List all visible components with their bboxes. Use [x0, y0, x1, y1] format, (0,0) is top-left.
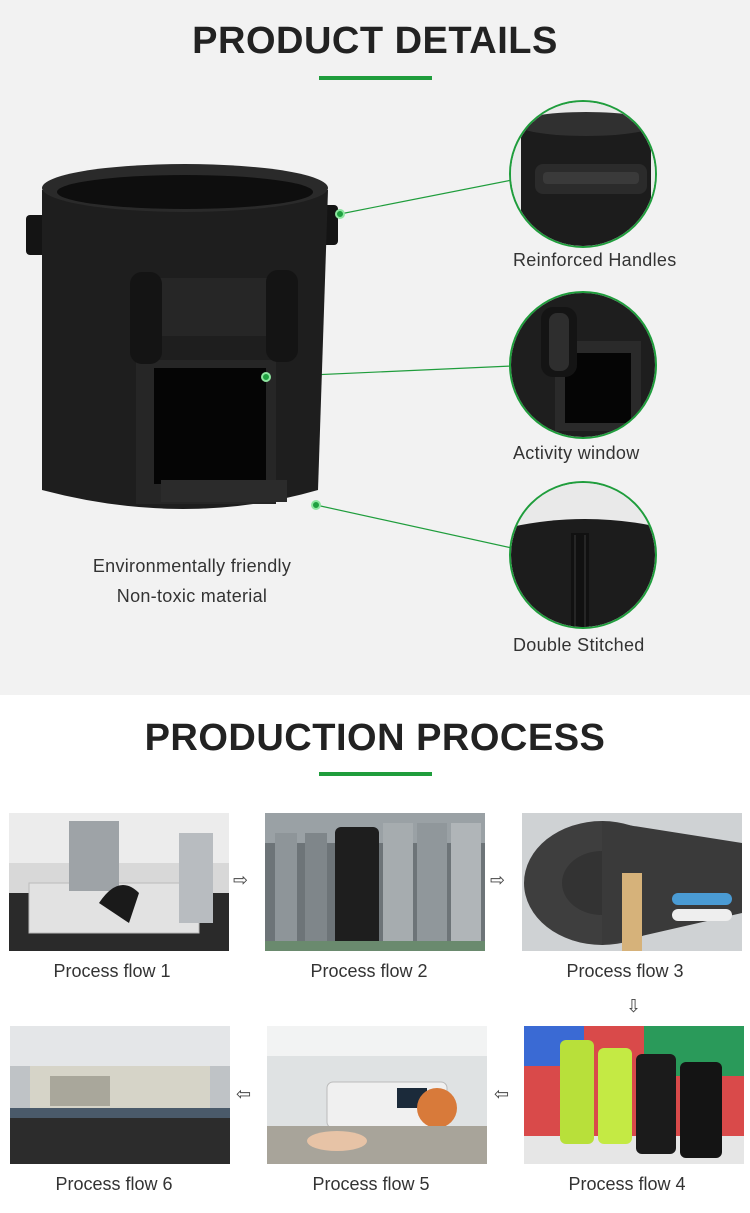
process-photo-5 [267, 1026, 487, 1164]
process-label-4: Process flow 4 [568, 1174, 686, 1194]
feature-stitch-image [509, 481, 657, 629]
grow-bag-image [26, 164, 338, 509]
stitch-marker [311, 500, 321, 510]
window-marker [261, 372, 271, 382]
process-label-3: Process flow 3 [566, 961, 684, 981]
feature-window-image [509, 291, 657, 439]
feature-stitch-label: Double Stitched [513, 635, 645, 655]
process-label-5: Process flow 5 [312, 1174, 430, 1194]
process-label-2: Process flow 2 [310, 961, 428, 981]
title-underline [319, 772, 432, 776]
production-process-section: PRODUCTION PROCESS Process flow 1 ⇨ Proc… [0, 695, 750, 1213]
production-process-title: PRODUCTION PROCESS [144, 717, 606, 759]
process-photo-6 [10, 1026, 230, 1164]
arrow-right-icon: ⇨ [233, 870, 249, 890]
process-photo-2 [265, 813, 485, 951]
arrow-down-icon: ⇩ [626, 996, 642, 1016]
handle-marker [335, 209, 345, 219]
process-label-6: Process flow 6 [55, 1174, 173, 1194]
material-line-2: Non-toxic material [116, 586, 268, 606]
process-photo-1 [9, 813, 229, 951]
arrow-right-icon: ⇨ [490, 870, 506, 890]
feature-handles-image [509, 100, 657, 248]
process-label-1: Process flow 1 [53, 961, 171, 981]
process-photo-4 [524, 1026, 744, 1164]
process-photo-3 [522, 813, 742, 951]
product-details-section: PRODUCT DETAILS Environmentally friendly… [0, 0, 750, 695]
product-details-title: PRODUCT DETAILS [192, 20, 558, 62]
title-underline [319, 76, 432, 80]
material-line-1: Environmentally friendly [92, 556, 292, 576]
feature-window-label: Activity window [513, 443, 640, 463]
feature-handles-label: Reinforced Handles [513, 250, 677, 270]
arrow-left-icon: ⇦ [236, 1084, 252, 1104]
arrow-left-icon: ⇦ [494, 1084, 510, 1104]
